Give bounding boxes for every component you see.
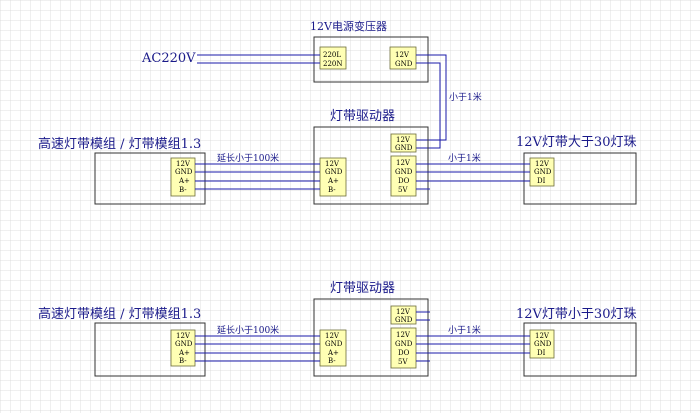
driver1-power-chip: [390, 133, 417, 153]
module2-box: [94, 322, 206, 377]
driver1-out-pin-do: DO: [398, 177, 410, 185]
driver2-pwr-pin-gnd: GND: [395, 316, 413, 324]
driver1-output-chip: [390, 155, 417, 197]
driver2-out-pin-12v: 12V: [396, 331, 411, 339]
driver2-power-chip: [390, 305, 417, 325]
strip1-pin-gnd: GND: [534, 168, 552, 176]
ext-wire1-label: 延长小于100米: [217, 152, 279, 164]
strip2-pin-12v: 12V: [535, 332, 550, 340]
module2-pin-a: A+: [178, 349, 190, 357]
module1-pin-12v: 12V: [176, 160, 191, 168]
driver1-in-pin-a: A+: [327, 177, 339, 185]
module1-title: 高速灯带模组 / 灯带模组1.3: [38, 136, 201, 152]
strip1-chip: [529, 157, 555, 187]
driver1-in-pin-b: B-: [328, 186, 336, 194]
driver2-in-pin-b: B-: [328, 357, 336, 365]
ac-input-label: AC220V: [141, 51, 196, 66]
transformer-box: [313, 36, 429, 83]
driver1-title: 灯带驱动器: [330, 109, 395, 124]
pin-220l: 220L: [323, 51, 341, 59]
driver1-out-pin-gnd: GND: [395, 168, 413, 176]
strip1-box: [523, 152, 637, 205]
driver2-in-pin-gnd: GND: [325, 340, 343, 348]
driver1-out-pin-5v: 5V: [398, 186, 408, 194]
pin-transformer-12v: 12V: [395, 51, 410, 59]
module2-pin-gnd: GND: [175, 340, 193, 348]
module2-pin-b: B-: [179, 357, 187, 365]
strip1-pin-di: DI: [537, 177, 546, 185]
module1-pin-b: B-: [179, 186, 187, 194]
driver2-pwr-pin-12v: 12V: [396, 308, 411, 316]
strip2-title: 12V灯带小于30灯珠: [516, 307, 636, 322]
driver1-in-pin-12v: 12V: [325, 160, 340, 168]
driver1-in-pin-gnd: GND: [325, 168, 343, 176]
ext-wire2-label: 延长小于100米: [217, 324, 279, 336]
module2-title: 高速灯带模组 / 灯带模组1.3: [38, 306, 201, 322]
driver2-output-chip: [390, 327, 417, 369]
driver2-box: [313, 298, 429, 377]
strip2-pin-gnd: GND: [534, 340, 552, 348]
strip2-box: [523, 322, 637, 377]
module1-chip: [170, 157, 196, 197]
module1-pin-gnd: GND: [175, 168, 193, 176]
transformer-ac-chip: [319, 46, 347, 70]
module2-chip: [170, 329, 196, 367]
strip2-pin-di: DI: [537, 349, 546, 357]
module2-pin-12v: 12V: [176, 332, 191, 340]
driver2-in-pin-a: A+: [327, 349, 339, 357]
driver1-out-pin-12v: 12V: [396, 159, 411, 167]
power-wire-label: 小于1米: [449, 91, 482, 103]
driver1-pwr-pin-12v: 12V: [396, 136, 411, 144]
driver2-out-pin-do: DO: [398, 349, 410, 357]
transformer-title: 12V电源变压器: [310, 19, 387, 33]
driver2-input-chip: [319, 329, 347, 367]
driver1-pwr-pin-gnd: GND: [395, 144, 413, 152]
module1-pin-a: A+: [178, 177, 190, 185]
out-wire2-label: 小于1米: [448, 324, 481, 336]
driver1-box: [313, 126, 429, 205]
driver2-out-pin-gnd: GND: [395, 340, 413, 348]
strip1-pin-12v: 12V: [535, 160, 550, 168]
out-wire1-label: 小于1米: [448, 152, 481, 164]
transformer-dc-chip: [389, 46, 417, 70]
power-wire-12v: [416, 54, 447, 141]
module1-box: [94, 152, 206, 205]
driver2-out-pin-5v: 5V: [398, 358, 408, 366]
driver1-input-chip: [319, 157, 347, 197]
pin-220n: 220N: [323, 60, 343, 68]
strip1-title: 12V灯带大于30灯珠: [516, 135, 636, 150]
driver2-title: 灯带驱动器: [330, 281, 395, 296]
driver2-in-pin-12v: 12V: [325, 332, 340, 340]
pin-transformer-gnd: GND: [395, 60, 413, 68]
